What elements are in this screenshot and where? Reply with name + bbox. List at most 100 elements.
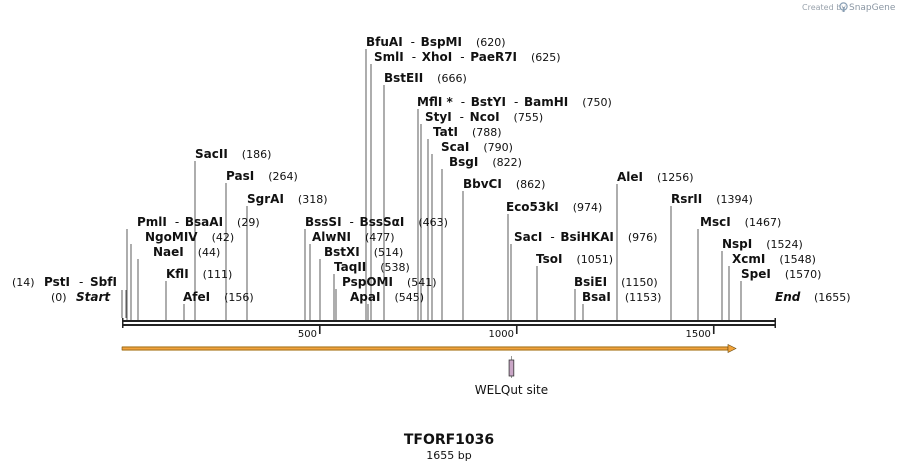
enzyme-name: ScaI <box>441 140 469 154</box>
backbone-top-strand <box>122 320 776 322</box>
enzyme-name: SgrAI <box>247 192 284 206</box>
site-position: (264) <box>268 170 298 183</box>
backbone-bottom-strand <box>122 324 776 326</box>
site-label[interactable]: BsgI(822) <box>449 155 522 169</box>
backbone-end-cap <box>774 318 776 328</box>
site-label[interactable]: AfeI(156) <box>183 290 254 304</box>
site-label[interactable]: TaqII(538) <box>334 260 410 274</box>
enzyme-name: TatI <box>433 125 458 139</box>
site-position: (790) <box>483 141 513 154</box>
site-label[interactable]: SacI-BsiHKAI(976) <box>514 230 657 244</box>
enzyme-name: BsiHKAI <box>560 230 614 244</box>
site-position: (156) <box>224 291 254 304</box>
site-position: (666) <box>437 72 467 85</box>
site-position: (822) <box>492 156 522 169</box>
enzyme-name: SacII <box>195 147 228 161</box>
site-separator: - <box>412 50 416 64</box>
site-position: (29) <box>237 216 260 229</box>
enzyme-name: XcmI <box>732 252 765 266</box>
site-position: (538) <box>380 261 410 274</box>
enzyme-name: BsiEI <box>574 275 607 289</box>
credit-brand: SnapGene <box>849 3 896 13</box>
site-position: (514) <box>374 246 404 259</box>
site-separator: - <box>411 35 415 49</box>
scale-tick-label: 500 <box>298 329 317 340</box>
site-separator: - <box>460 110 464 124</box>
site-label[interactable]: BssSI-BssSαI(463) <box>305 215 448 229</box>
end-pos: (1655) <box>814 291 851 304</box>
site-label[interactable]: PmlI-BsaAI(29) <box>137 215 260 229</box>
site-position: (44) <box>198 246 221 259</box>
site-label[interactable]: MscI(1467) <box>700 215 781 229</box>
site-label[interactable]: AleI(1256) <box>617 170 694 184</box>
site-label[interactable]: TsoI (1051) <box>536 252 613 266</box>
enzyme-name: BbvCI <box>463 177 502 191</box>
enzyme-name: MflI * <box>417 95 453 109</box>
site-position: (755) <box>514 111 544 124</box>
start-pos: (0) <box>51 291 67 304</box>
site-label[interactable]: SacII(186) <box>195 147 271 161</box>
scale-tick-label: 1000 <box>489 329 514 340</box>
site-position: (620) <box>476 36 506 49</box>
start-name: Start <box>76 290 111 304</box>
enzyme-name: AlwNI <box>312 230 351 244</box>
enzyme-name: BspMI <box>421 35 462 49</box>
site-label[interactable]: BstXI(514) <box>324 245 403 259</box>
enzyme-name: XhoI <box>422 50 453 64</box>
site-label[interactable]: SmlI-XhoI-PaeR7I(625) <box>374 50 561 64</box>
site-label[interactable]: StyI-NcoI(755) <box>425 110 543 124</box>
pst-name-2: SbfI <box>90 275 117 289</box>
site-label[interactable]: NspI(1524) <box>722 237 803 251</box>
site-label[interactable]: BstEII(666) <box>384 71 467 85</box>
feature-label: WELQut site <box>475 383 548 397</box>
site-position: (318) <box>298 193 328 206</box>
site-label[interactable]: SgrAI (318) <box>247 192 328 206</box>
site-label[interactable]: PasI(264) <box>226 169 298 183</box>
end-label: End (1655) <box>775 290 851 304</box>
site-position: (42) <box>212 231 235 244</box>
construct-length: 1655 bp <box>426 449 471 462</box>
feature-box[interactable] <box>508 359 515 377</box>
enzyme-name: PaeR7I <box>470 50 517 64</box>
site-labels: BfuAI-BspMI(620)SmlI-XhoI-PaeR7I(625)Bst… <box>137 35 821 304</box>
site-label[interactable]: NgoMIV(42) <box>145 230 234 244</box>
site-label[interactable]: KflI(111) <box>166 267 232 281</box>
site-label[interactable]: RsrII(1394) <box>671 192 753 206</box>
site-label[interactable]: PspOMI(541) <box>342 275 437 289</box>
site-position: (750) <box>582 96 612 109</box>
credit: Created by SnapGene <box>802 2 896 13</box>
site-label[interactable]: SpeI(1570) <box>741 267 821 281</box>
enzyme-name: BssSαI <box>360 215 405 229</box>
site-position: (788) <box>472 126 502 139</box>
site-label[interactable]: AlwNI (477) <box>312 230 395 244</box>
end-name: End <box>775 290 801 304</box>
enzyme-name: MscI <box>700 215 731 229</box>
site-label[interactable]: TatI (788) <box>433 125 502 139</box>
site-position: (545) <box>394 291 424 304</box>
site-label[interactable]: BsiEI(1150) <box>574 275 658 289</box>
backbone <box>122 318 776 328</box>
site-label[interactable]: Eco53kI(974) <box>506 200 602 214</box>
site-label[interactable]: NaeI (44) <box>153 245 220 259</box>
site-label[interactable]: BfuAI-BspMI(620) <box>366 35 506 49</box>
enzyme-name: TsoI <box>536 252 562 266</box>
construct-name: TFORF1036 <box>404 432 494 448</box>
site-position: (1153) <box>625 291 662 304</box>
site-position: (1051) <box>576 253 613 266</box>
enzyme-name: NaeI <box>153 245 184 259</box>
site-label[interactable]: ScaI (790) <box>441 140 513 154</box>
site-label[interactable]: XcmI(1548) <box>732 252 816 266</box>
site-label[interactable]: ApaI(545) <box>350 290 424 304</box>
enzyme-name: BamHI <box>524 95 568 109</box>
enzyme-name: KflI <box>166 267 189 281</box>
site-label[interactable]: BbvCI(862) <box>463 177 545 191</box>
enzyme-name: NspI <box>722 237 752 251</box>
site-position: (625) <box>531 51 561 64</box>
backbone-start-cap <box>122 318 124 328</box>
enzyme-name: SpeI <box>741 267 771 281</box>
site-label[interactable]: MflI *-BstYI-BamHI(750) <box>417 95 612 109</box>
scale-tick <box>318 326 321 334</box>
site-label[interactable]: BsaI(1153) <box>582 290 661 304</box>
site-position: (477) <box>365 231 395 244</box>
